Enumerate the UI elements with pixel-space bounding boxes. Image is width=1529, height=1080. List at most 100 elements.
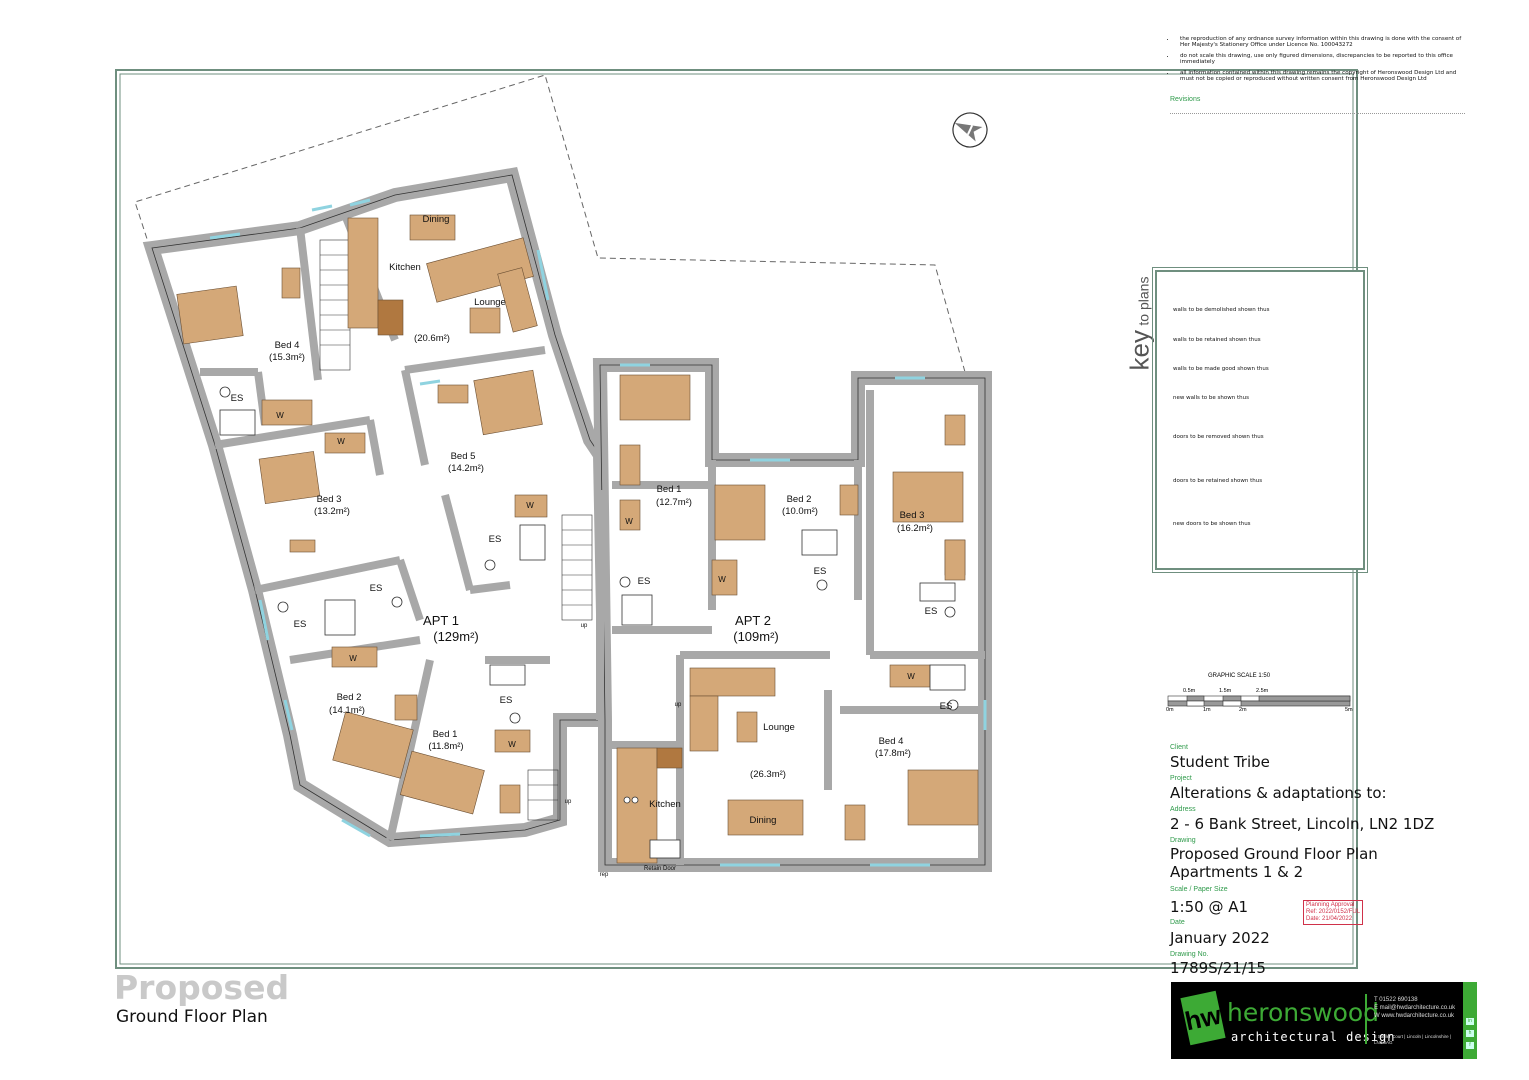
houzz-icon: h — [1466, 1030, 1474, 1037]
room-label: Bed 4 — [879, 736, 904, 747]
planning-approval-stamp: Planning Approval Ref: 2022/0152/FUL Dat… — [1303, 900, 1364, 925]
room-area: (26.3m²) — [750, 769, 786, 780]
scale-label: 0m — [1166, 707, 1174, 713]
room-label: W — [625, 517, 633, 526]
key-title-small: to plans — [1135, 276, 1152, 326]
note-item: the reproduction of any ordnance survey … — [1176, 36, 1468, 49]
internal-walls — [200, 213, 985, 865]
room-label: ES — [294, 619, 307, 630]
date-label: Date — [1170, 919, 1185, 926]
key-title-big: key — [1124, 330, 1155, 371]
apartment-label: APT 1 — [423, 613, 459, 628]
key-item: walls to be demolished shown thus — [1173, 307, 1270, 313]
graphic-scale-title: GRAPHIC SCALE 1:50 — [1208, 673, 1271, 679]
logo-contact: T 01522 690138 E mail@hwdarchitecture.co… — [1374, 996, 1455, 1020]
key-item: new walls to be shown thus — [1173, 395, 1249, 401]
room-label: W — [337, 437, 345, 446]
stamp-line: Date: 21/04/2022 — [1306, 916, 1353, 922]
room-label: Bed 2 — [787, 494, 812, 505]
room-label: ES — [940, 701, 953, 712]
room-area: (17.8m²) — [875, 748, 911, 759]
room-area: (16.2m²) — [897, 523, 933, 534]
key-item: walls to be made good shown thus — [1173, 366, 1269, 372]
logo-tagline: architectural design — [1231, 1030, 1396, 1044]
room-label: W — [349, 654, 357, 663]
scale-value: 1:50 @ A1 — [1170, 898, 1249, 916]
room-area: (14.1m²) — [329, 705, 365, 716]
room-label: Bed 1 — [433, 729, 458, 740]
room-label: Bed 2 — [337, 692, 362, 703]
room-label: Bed 4 — [275, 340, 300, 351]
heronswood-logo-banner: hw heronswood architectural design T 015… — [1171, 982, 1477, 1059]
stair-direction: up — [581, 623, 588, 629]
drawing-number-value: 1789S/21/15 — [1170, 959, 1266, 977]
key-panel: walls to be demolished shown thus walls … — [1152, 267, 1368, 573]
sheet-ghost-title: Proposed — [114, 968, 290, 1007]
scale-label: 2.5m — [1256, 688, 1269, 694]
apartment-area: (109m²) — [733, 629, 779, 644]
site-boundary — [134, 74, 966, 373]
revisions-divider — [1170, 113, 1465, 114]
room-label: W — [718, 575, 726, 584]
room-label: Lounge — [763, 722, 795, 733]
room-area: (12.7m²) — [656, 497, 692, 508]
sheet-title: Ground Floor Plan — [116, 1007, 268, 1027]
revisions-label: Revisions — [1170, 96, 1201, 103]
project-label: Project — [1170, 775, 1192, 782]
room-label: ES — [489, 534, 502, 545]
room-label: Bed 3 — [900, 510, 925, 521]
project-value: Alterations & adaptations to: — [1170, 784, 1387, 802]
stairs — [319, 239, 593, 821]
facebook-icon: f — [1466, 1042, 1474, 1049]
apartment-label: APT 2 — [735, 613, 771, 628]
stair-direction: up — [675, 702, 682, 708]
room-label: Kitchen — [649, 799, 681, 810]
date-value: January 2022 — [1170, 929, 1270, 947]
room-label: Lounge — [474, 297, 506, 308]
room-area: (10.0m²) — [782, 506, 818, 517]
logo-divider — [1365, 994, 1367, 1044]
drawing-number-label: Drawing No. — [1170, 951, 1209, 958]
drawing-title-line1: Proposed Ground Floor Plan — [1170, 845, 1378, 863]
room-label: Bed 3 — [317, 494, 342, 505]
logo-name: heronswood — [1227, 998, 1380, 1027]
room-area: (15.3m²) — [269, 352, 305, 363]
room-label: ES — [370, 583, 383, 594]
room-label: W — [276, 411, 284, 420]
phone: T 01522 690138 — [1374, 997, 1418, 1003]
room-label: Dining — [750, 815, 777, 826]
room-label: Kitchen — [389, 262, 421, 273]
hw-logo-mark: hw — [1180, 990, 1226, 1046]
logo-address: 2 Sadler Court | Lincoln | Lincolnshire … — [1374, 1034, 1452, 1045]
email: E mail@hwdarchitecture.co.uk — [1374, 1005, 1456, 1011]
room-label: W — [526, 501, 534, 510]
room-area: (14.2m²) — [448, 463, 484, 474]
scale-label: 1.5m — [1219, 688, 1232, 694]
room-label: Dining — [423, 214, 450, 225]
room-label: ES — [925, 606, 938, 617]
room-label: ES — [500, 695, 513, 706]
scale-label: 2m — [1239, 707, 1247, 713]
room-label: W — [907, 672, 915, 681]
address-label: Address — [1170, 806, 1196, 813]
client-value: Student Tribe — [1170, 753, 1270, 771]
graphic-scale-bar — [1167, 695, 1351, 707]
room-area: (20.6m²) — [414, 333, 450, 344]
windows — [209, 198, 987, 867]
room-label: W — [508, 740, 516, 749]
stamp-line: Ref: 2022/0152/FUL — [1306, 909, 1361, 915]
scale-label: 0.5m — [1183, 688, 1196, 694]
room-label: ES — [638, 576, 651, 587]
room-label: Bed 1 — [657, 484, 682, 495]
drawing-notes: the reproduction of any ordnance survey … — [1168, 36, 1468, 86]
scale-label: Scale / Paper Size — [1170, 886, 1228, 893]
north-arrow-icon — [952, 112, 988, 148]
key-item: doors to be retained shown thus — [1173, 478, 1263, 484]
drawing-label: Drawing — [1170, 837, 1196, 844]
linkedin-icon: in — [1466, 1018, 1474, 1025]
logo-social-strip: in h f — [1463, 982, 1477, 1059]
stair-direction: up — [565, 799, 572, 805]
scale-label: 1m — [1203, 707, 1211, 713]
room-label: ES — [814, 566, 827, 577]
